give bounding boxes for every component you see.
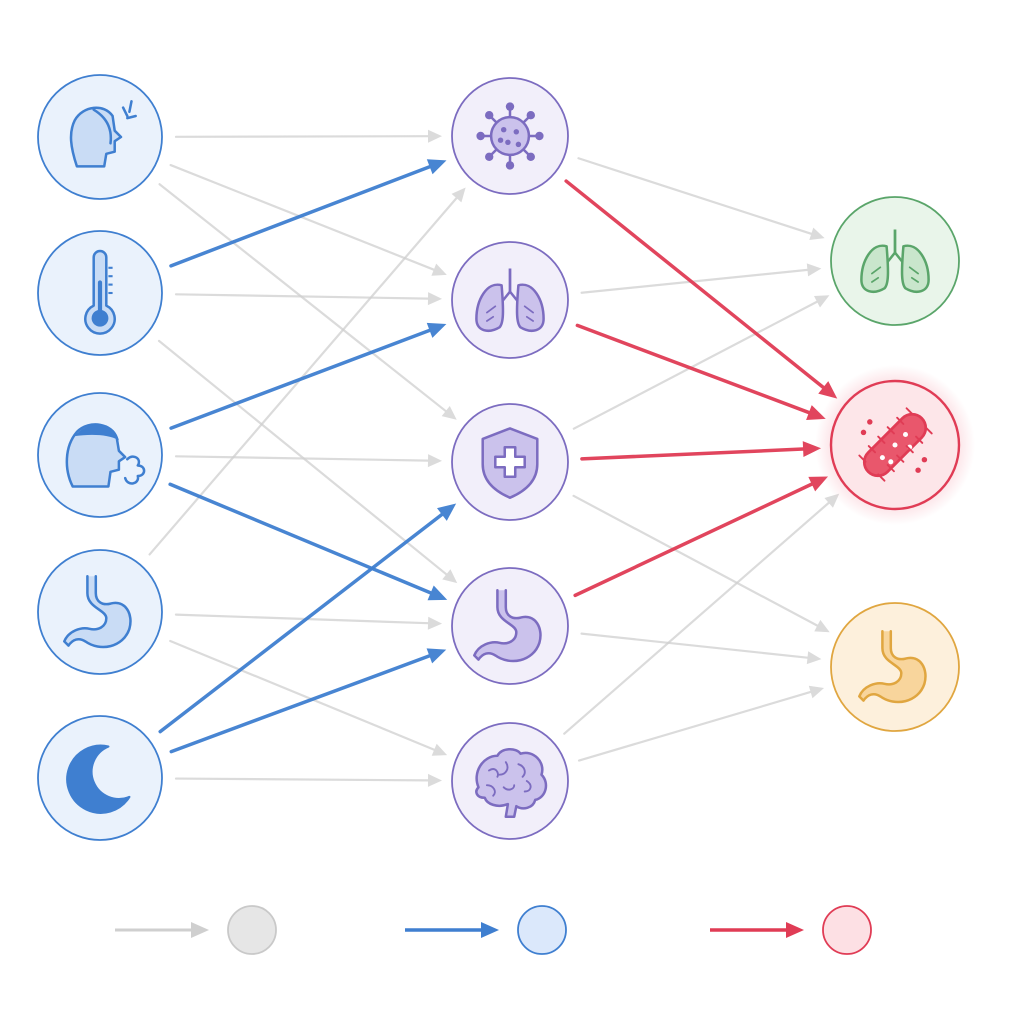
edge-s2-h1 [169,159,447,268]
node-s2[interactable] [37,230,163,356]
brain-icon [475,747,548,818]
moon-icon [66,744,131,814]
stomach-icon [63,575,132,649]
node-s5[interactable] [37,715,163,841]
cough-icon [65,423,146,488]
lungs-icon [475,268,545,332]
node-h4[interactable] [451,567,569,685]
legend-dot [822,905,872,955]
edge-s3-h4 [168,482,448,601]
node-h5[interactable] [451,722,569,840]
legend [115,905,872,955]
legend-dot [517,905,567,955]
node-h2[interactable] [451,241,569,359]
legend-arrow [710,922,804,938]
edge-h2-o2 [575,323,826,421]
edge-h3-o3 [572,494,830,633]
edge-h1-o2 [564,179,838,399]
legend-item-inactive [115,905,277,955]
edge-h3-o2 [580,441,822,461]
stomach-icon [858,630,927,704]
node-circle [37,715,163,841]
edge-s5-h3 [158,503,457,734]
edge-h4-o2 [573,476,829,598]
edge-h3-o1 [572,295,830,430]
edge-s5-h4 [169,648,447,754]
edge-s4-h1 [148,187,466,556]
edge-s5-h5 [174,773,443,787]
node-s1[interactable] [37,74,163,200]
lungs-icon [860,229,930,293]
edge-h5-o2 [563,493,840,735]
node-circle [830,196,960,326]
node-circle [451,567,569,685]
node-o2[interactable] [815,365,975,525]
node-circle [451,241,569,359]
stomach-icon [473,589,542,663]
node-circle [37,549,163,675]
edge-s3-h2 [169,322,447,430]
node-s3[interactable] [37,392,163,518]
edge-s1-h1 [174,129,443,143]
edge-h4-o3 [580,632,822,665]
headache-icon [69,100,137,168]
virus-icon [476,102,544,170]
edge-s1-h2 [169,163,447,276]
shield-plus-icon [481,427,539,499]
edge-s1-h3 [158,183,457,420]
bacteria-icon [858,407,933,482]
node-h3[interactable] [451,403,569,521]
edge-h1-o1 [577,157,825,241]
node-o1[interactable] [830,196,960,326]
edges-layer [148,129,840,787]
edge-h2-o1 [580,263,822,294]
node-circle [830,602,960,732]
nodes-layer [37,74,975,841]
legend-item-active_output [710,905,872,955]
edge-s3-h3 [174,454,443,468]
node-o3[interactable] [830,602,960,732]
edge-s4-h4 [174,613,443,630]
legend-arrow [405,922,499,938]
legend-arrow [115,922,209,938]
edge-s2-h2 [174,292,443,306]
node-h1[interactable] [451,77,569,195]
thermometer-icon [84,249,116,335]
legend-dot [227,905,277,955]
node-s4[interactable] [37,549,163,675]
edge-s4-h5 [169,639,448,756]
legend-item-active_input [405,905,567,955]
edge-h5-o3 [577,685,825,762]
